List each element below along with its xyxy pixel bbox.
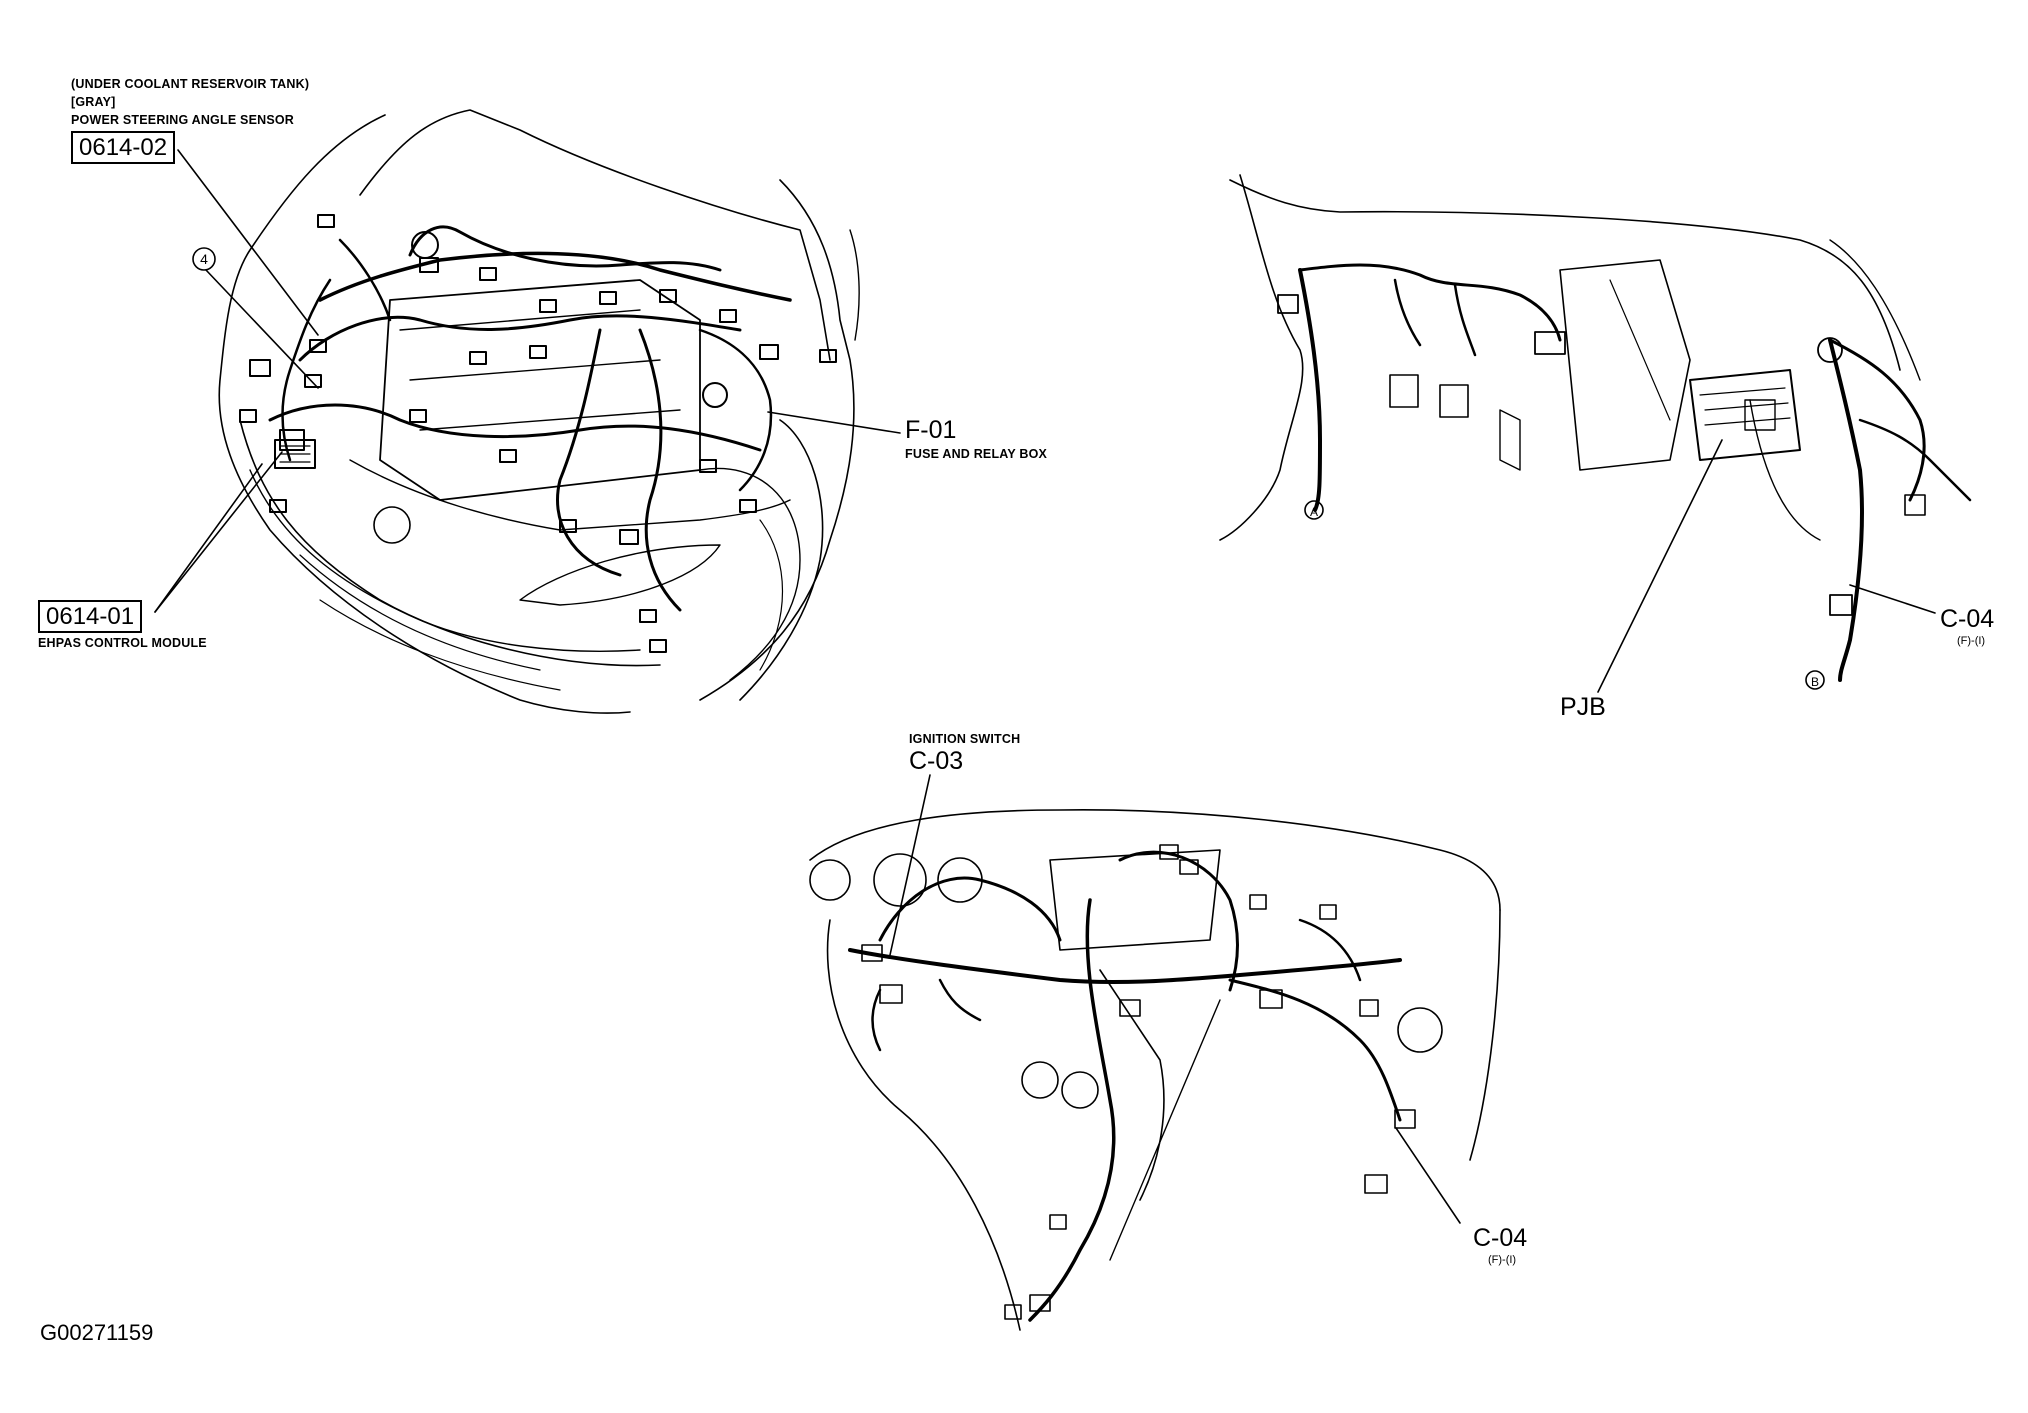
- marker-b: B: [1811, 675, 1819, 689]
- cabin-c04-sub: (F)-(I): [1957, 635, 1986, 647]
- circle-marker-4: 4: [192, 247, 216, 271]
- cabin-c04-code: C-04: [1940, 605, 1995, 633]
- cabin-drawing: [1219, 174, 1972, 690]
- figure-id: G00271159: [40, 1320, 154, 1345]
- gray-note: [GRAY]: [71, 95, 116, 109]
- engine-bay-drawing: [218, 109, 860, 714]
- dash-leaders: [889, 774, 1461, 1224]
- fuse-box-code: F-01: [905, 416, 957, 444]
- coolant-tank-note: (UNDER COOLANT RESERVOIR TANK): [71, 77, 310, 91]
- marker-b-text: B: [1811, 675, 1819, 689]
- fuse-box-label: FUSE AND RELAY BOX: [905, 447, 1048, 461]
- dash-c04-code: C-04: [1473, 1224, 1528, 1252]
- engine-leaders: [154, 149, 901, 613]
- circle-marker-4-text: 4: [200, 251, 208, 267]
- marker-a-text: A: [1310, 505, 1318, 519]
- pjb-label: PJB: [1560, 693, 1606, 721]
- code-0614-02: 0614-02: [71, 131, 176, 164]
- marker-a: A: [1310, 505, 1318, 519]
- cabin-leaders: [1597, 439, 1936, 693]
- ignition-switch-label: IGNITION SWITCH: [909, 732, 1021, 746]
- ehpas-module-label: EHPAS CONTROL MODULE: [38, 636, 207, 650]
- code-0614-01: 0614-01: [38, 600, 143, 633]
- angle-sensor-label: POWER STEERING ANGLE SENSOR: [71, 113, 295, 127]
- ignition-c03-code: C-03: [909, 747, 964, 775]
- dashboard-drawing: [809, 809, 1501, 1331]
- dash-c04-sub: (F)-(I): [1488, 1254, 1517, 1266]
